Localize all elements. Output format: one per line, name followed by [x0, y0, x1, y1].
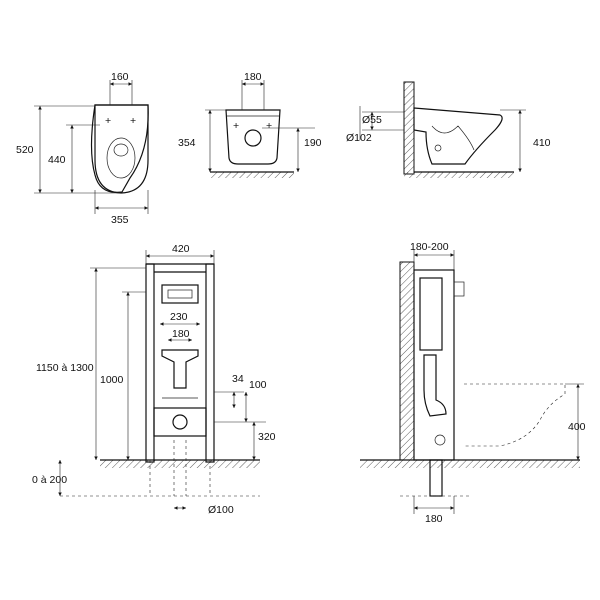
side-view-small [359, 81, 526, 178]
frame-width-230: 230 [170, 311, 188, 323]
top-width-160: 160 [111, 71, 129, 83]
frame-side-view [360, 250, 584, 514]
frame-offset-100: 100 [249, 379, 267, 391]
svg-text:+: + [105, 115, 111, 127]
front-height-190: 190 [304, 137, 322, 149]
side-dia-55: Ø55 [362, 114, 382, 126]
frame-height-1000: 1000 [100, 374, 124, 386]
side-height-410: 410 [533, 137, 551, 149]
front-height-354: 354 [178, 137, 196, 149]
frame-height-1150-1300: 1150 à 1300 [36, 362, 94, 374]
front-view: + + [205, 80, 315, 178]
top-height-520: 520 [16, 144, 34, 156]
svg-text:+: + [233, 120, 239, 132]
side-height-400: 400 [568, 421, 586, 433]
side-dia-102: Ø102 [346, 132, 372, 144]
frame-height-320: 320 [258, 431, 276, 443]
svg-text:+: + [266, 120, 272, 132]
frame-width-180: 180 [172, 328, 190, 340]
frame-dia-100: Ø100 [208, 504, 234, 516]
front-width-180: 180 [244, 71, 262, 83]
frame-front-view [58, 250, 266, 510]
frame-floor-range: 0 à 200 [32, 474, 67, 486]
side-depth-180: 180 [425, 513, 443, 525]
top-height-440: 440 [48, 154, 66, 166]
side-depth-180-200: 180-200 [410, 241, 449, 253]
top-width-355: 355 [111, 214, 129, 226]
frame-width-420: 420 [172, 243, 190, 255]
svg-text:+: + [130, 115, 136, 127]
top-view: + + [34, 80, 149, 214]
frame-offset-34: 34 [232, 373, 244, 385]
